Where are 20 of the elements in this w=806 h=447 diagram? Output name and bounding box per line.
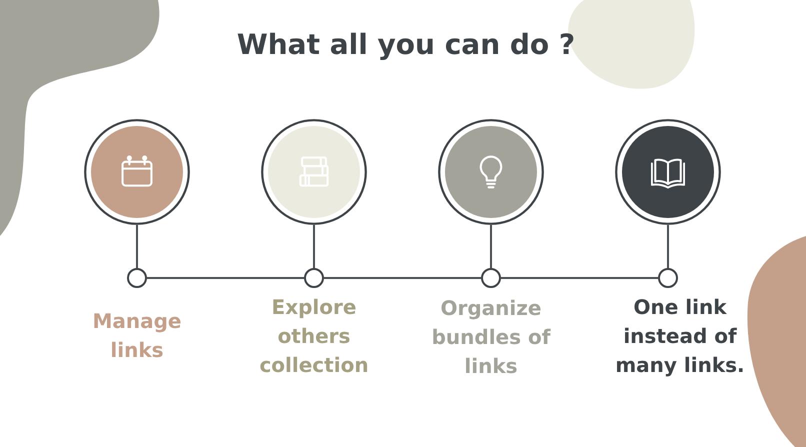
connector-line: [136, 225, 138, 268]
connector-line: [313, 225, 315, 268]
step-label: One link instead of many links.: [614, 294, 746, 379]
step-label: Organize bundles of links: [430, 295, 552, 380]
connector-line: [324, 277, 481, 279]
step-label: Explore others collection: [258, 294, 370, 379]
icon-circle: [84, 119, 190, 225]
icon-circle: [438, 119, 544, 225]
title: What all you can do ?: [236, 28, 576, 62]
icon-circle: [615, 119, 721, 225]
connector-line: [501, 277, 658, 279]
icon-circle: [261, 119, 367, 225]
connector-line: [667, 225, 669, 268]
timeline-dot: [127, 268, 147, 288]
connector-line: [147, 277, 304, 279]
timeline-dot: [304, 268, 324, 288]
connector-line: [490, 225, 492, 268]
timeline-dot: [481, 268, 501, 288]
timeline-dot: [658, 268, 678, 288]
step-label: Manage links: [91, 308, 182, 364]
